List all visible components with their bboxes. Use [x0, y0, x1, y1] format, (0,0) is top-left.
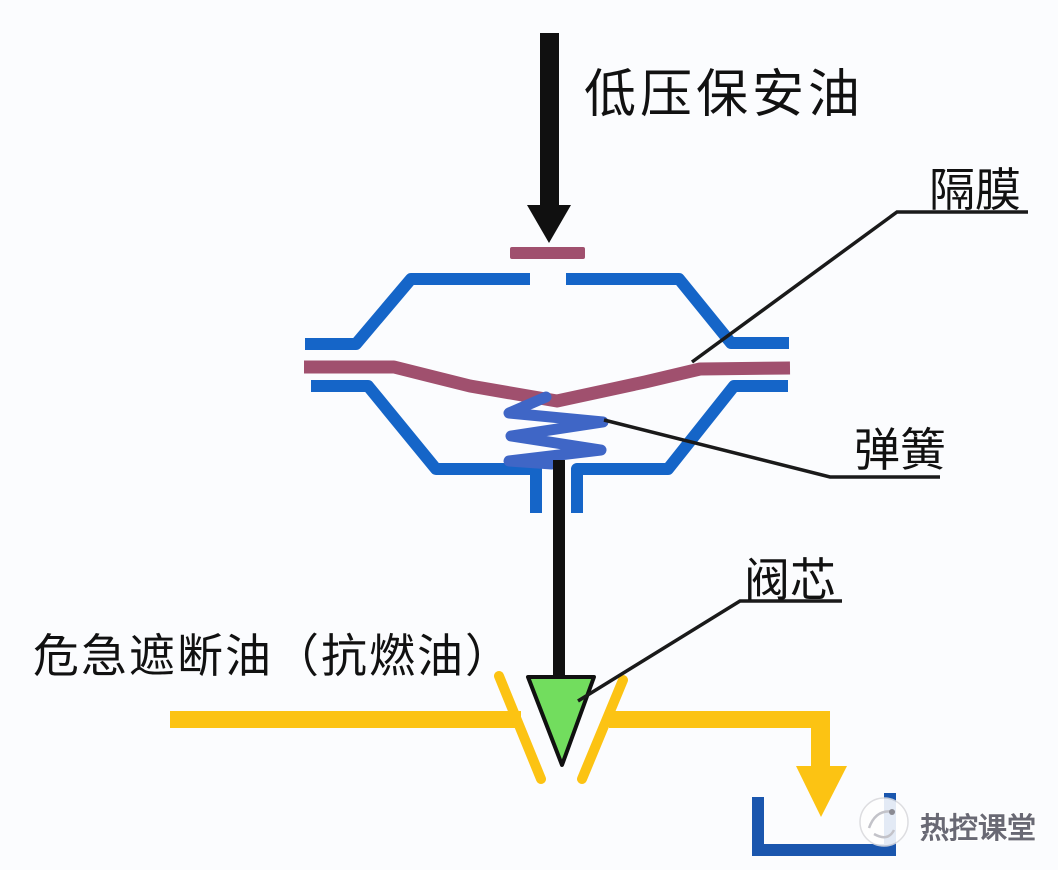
valve-stem [553, 460, 565, 678]
label-trip-oil: 危急遮断油（抗燃油） [33, 631, 513, 682]
trip-oil-pipe-left [170, 711, 521, 728]
chamber-lower-left-wall [311, 380, 542, 513]
inlet-down-arrow-shaft [540, 33, 559, 207]
valve-core-leader-line [577, 599, 842, 703]
inlet-seat-bar [510, 247, 585, 259]
watermark-text: 热控课堂 [920, 812, 1036, 845]
label-spring: 弹簧 [854, 425, 946, 476]
watermark-logo-dot-icon [889, 809, 895, 815]
spring-coil [503, 391, 609, 470]
drain-arrow-shaft [811, 711, 830, 768]
valve-seat-left-slant [494, 671, 546, 784]
label-diaphragm: 隔膜 [929, 165, 1021, 216]
spring-leader-line [603, 418, 940, 479]
label-valve-core: 阀芯 [744, 555, 836, 606]
chamber-lower-right-wall [571, 380, 788, 513]
valve-core-triangle [526, 675, 596, 767]
diaphragm-membrane [304, 360, 791, 408]
label-inlet-oil: 低压保安油 [584, 67, 864, 124]
trip-oil-pipe-right [609, 711, 828, 728]
drain-down-arrow-head-icon [796, 766, 847, 817]
inlet-down-arrow-head-icon [527, 205, 571, 243]
diaphragm-leader-line [690, 210, 1028, 364]
watermark-logo-circle [859, 797, 909, 847]
valve-seat-right-slant [577, 675, 628, 784]
chamber-upper-right-wall [566, 273, 789, 349]
chamber-upper-left-wall [305, 273, 530, 350]
